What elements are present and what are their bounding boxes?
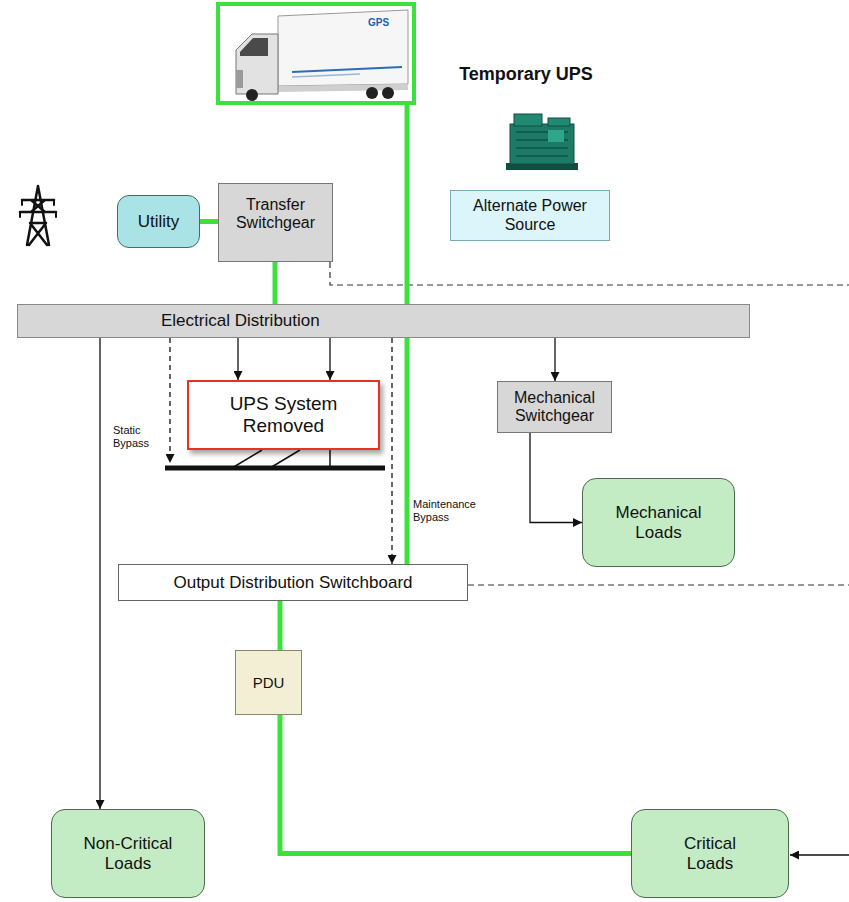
power-source-box: Alternate Power Source	[450, 190, 610, 241]
logo-text: GPS	[368, 17, 389, 29]
connector	[237, 338, 238, 380]
node-label: PDU	[253, 674, 285, 691]
node-label: Critical Loads	[662, 834, 758, 873]
node-label: Alternate Power Source	[461, 197, 599, 234]
connector	[99, 338, 100, 809]
bypass-label: Maintenance Bypass	[413, 498, 487, 523]
connector	[554, 338, 555, 381]
connector	[278, 601, 283, 650]
static-bypass-line	[169, 338, 170, 463]
connector	[200, 219, 218, 224]
tower-icon	[20, 186, 56, 245]
load-box: Non-Critical Loads	[51, 809, 205, 898]
connector	[391, 338, 392, 564]
heading-text: Temporary UPS	[459, 64, 593, 85]
distribution-band: Electrical Distribution	[17, 304, 750, 338]
connector	[273, 262, 278, 304]
utility-box: Utility	[117, 195, 200, 248]
node-label: Mechanical Loads	[603, 503, 714, 542]
ups-output-bus	[165, 466, 385, 471]
connector	[405, 105, 410, 304]
truck-illustration	[236, 10, 408, 101]
pdu-box: PDU	[235, 650, 302, 715]
node-label: UPS System Removed	[219, 393, 348, 437]
connector	[280, 715, 631, 854]
node-label: Electrical Distribution	[161, 311, 320, 331]
incoming-arrow	[790, 854, 849, 855]
load-box: Mechanical Loads	[582, 478, 735, 567]
connector	[530, 433, 582, 523]
node-label: Mechanical Switchgear	[506, 389, 603, 426]
connector	[329, 338, 330, 380]
switchboard-box: Output Distribution Switchboard	[118, 564, 468, 601]
ups-output-wires	[232, 450, 330, 468]
connector	[405, 338, 410, 564]
node-label: Output Distribution Switchboard	[173, 573, 412, 593]
control-line	[468, 584, 849, 585]
switchgear-box: Transfer Switchgear	[218, 183, 333, 262]
switchgear-box: Mechanical Switchgear	[497, 381, 612, 433]
ups-box: UPS System Removed	[187, 380, 380, 450]
load-box: Critical Loads	[631, 809, 789, 898]
generator-icon	[506, 114, 578, 170]
node-label: Transfer Switchgear	[227, 196, 324, 233]
node-label: Non-Critical Loads	[72, 834, 184, 873]
bypass-label: Static Bypass	[113, 424, 163, 449]
node-label: Utility	[138, 212, 180, 232]
